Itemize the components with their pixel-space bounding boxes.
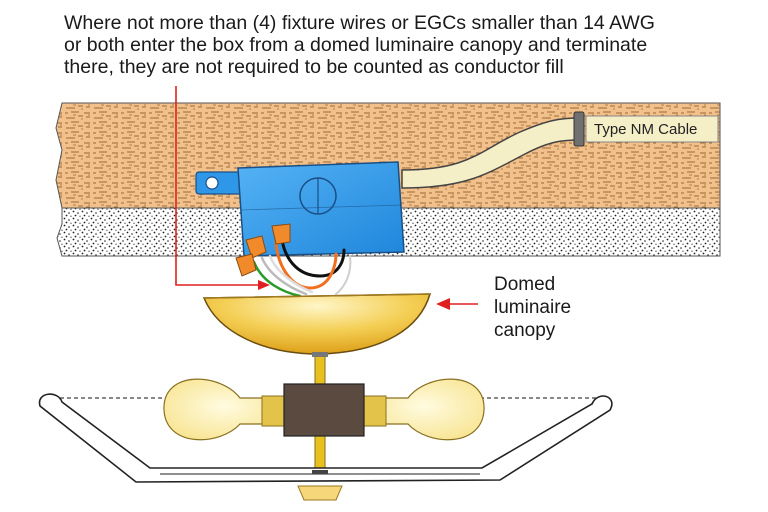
- light-bulb-right: [363, 378, 485, 441]
- cable-clamp: [573, 111, 585, 147]
- cable-label: Type NM Cable: [594, 121, 697, 138]
- stem-nut: [312, 352, 328, 357]
- canopy-label-line-3: canopy: [494, 320, 556, 341]
- caption-pointer-arrow: [175, 86, 270, 290]
- fixture-finial: [297, 485, 343, 501]
- light-bulb-left: [163, 378, 285, 441]
- lamp-socket: [283, 383, 365, 437]
- wire-connector: [245, 235, 267, 259]
- light-bulbs: [163, 378, 485, 441]
- box-mounting-bracket: [195, 171, 243, 195]
- wire-connector: [235, 253, 257, 277]
- wire-connectors: [235, 223, 291, 277]
- fixture-finial-nut: [312, 470, 328, 474]
- canopy-label-line-1: Domed: [494, 274, 555, 295]
- caption-line-3: there, they are not required to be count…: [64, 56, 564, 78]
- canopy-pointer-arrow: [436, 298, 478, 310]
- domed-canopy: [202, 293, 432, 355]
- wire-connector: [271, 223, 291, 245]
- caption: Where not more than (4) fixture wires or…: [64, 12, 744, 78]
- cable-label-box: [585, 115, 719, 143]
- canopy-label-line-2: luminaire: [494, 297, 571, 318]
- fixture-wires: [252, 238, 352, 298]
- caption-line-2: or both enter the box from a domed lumin…: [64, 34, 648, 56]
- caption-line-1: Where not more than (4) fixture wires or…: [64, 12, 655, 34]
